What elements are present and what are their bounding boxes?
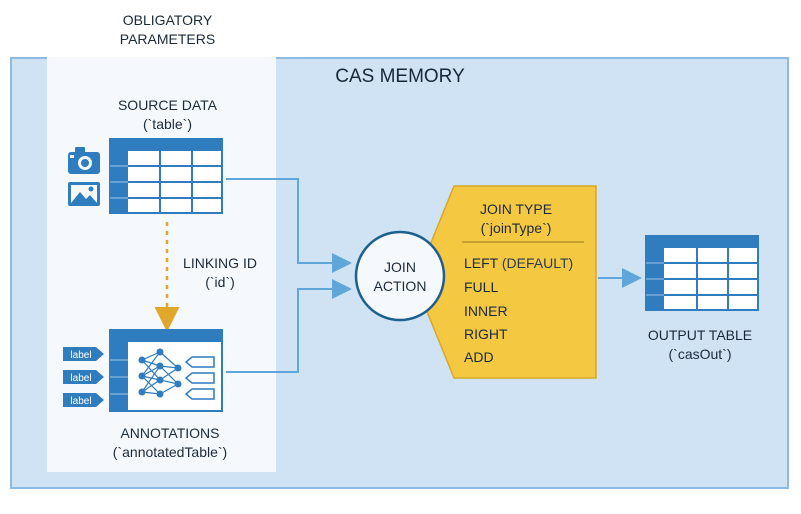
source-title-line2: (`table`)	[142, 116, 192, 132]
cas-memory-title: CAS MEMORY	[335, 66, 465, 87]
output-title-line1: OUTPUT TABLE	[647, 327, 753, 343]
obligatory-title-line2: PARAMETERS	[119, 31, 216, 47]
join-type-option: RIGHT	[464, 325, 594, 343]
annotations-title-line2: (`annotatedTable`)	[112, 444, 228, 460]
join-type-title: JOIN TYPE (`joinType`)	[448, 200, 584, 238]
linking-title-line1: LINKING ID	[183, 255, 257, 271]
svg-text:label: label	[70, 373, 91, 384]
join-type-name: LEFT	[464, 255, 498, 271]
annotations-to-join-connector	[226, 279, 352, 373]
join-type-option: ADD	[464, 348, 594, 366]
join-action-line2: ACTION	[373, 278, 427, 294]
join-type-name: FULL	[464, 279, 499, 295]
join-type-name: RIGHT	[464, 326, 508, 342]
join-type-name: INNER	[464, 303, 508, 319]
label-tag: label	[63, 370, 104, 384]
join-type-title-line1: JOIN TYPE	[479, 201, 553, 217]
join-type-option: INNER	[464, 302, 594, 320]
linking-id-title: LINKING ID (`id`)	[170, 254, 270, 292]
join-action-circle	[354, 230, 446, 322]
join-action-label: JOIN ACTION	[350, 258, 450, 296]
output-table	[645, 235, 759, 311]
output-table-title: OUTPUT TABLE (`casOut`)	[620, 326, 780, 364]
label-tag: label	[63, 347, 104, 361]
output-title-line2: (`casOut`)	[668, 346, 732, 362]
annotation-output-tags	[184, 356, 215, 400]
label-tag: label	[63, 393, 104, 407]
svg-text:label: label	[70, 396, 91, 407]
image-icon	[68, 182, 100, 206]
annotations-title: ANNOTATIONS (`annotatedTable`)	[60, 424, 280, 462]
source-data-table	[109, 138, 223, 214]
svg-text:label: label	[70, 350, 91, 361]
join-type-option: LEFT (DEFAULT)	[464, 254, 594, 272]
obligatory-parameters-title: OBLIGATORY PARAMETERS	[80, 11, 255, 49]
join-type-option: FULL	[464, 278, 594, 296]
source-to-join-connector	[226, 178, 352, 273]
join-type-title-line2: (`joinType`)	[480, 220, 552, 236]
obligatory-title-line1: OBLIGATORY	[122, 12, 213, 28]
source-data-title: SOURCE DATA (`table`)	[80, 96, 255, 134]
annotations-title-line1: ANNOTATIONS	[120, 425, 220, 441]
camera-icon	[68, 147, 100, 174]
source-title-line1: SOURCE DATA	[117, 97, 218, 113]
neural-network-icon	[138, 348, 182, 398]
linking-title-line2: (`id`)	[205, 274, 235, 290]
join-type-note: (DEFAULT)	[501, 255, 574, 271]
join-action-line1: JOIN	[384, 259, 416, 275]
join-type-name: ADD	[464, 349, 494, 365]
